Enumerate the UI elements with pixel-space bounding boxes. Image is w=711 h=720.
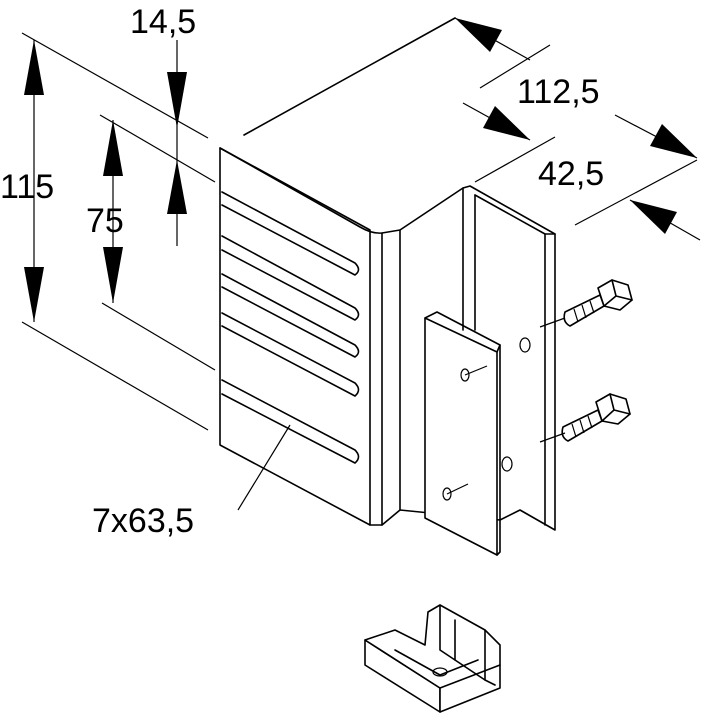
bolt-upper (539, 279, 633, 328)
dim-14-5: 14,5 (130, 3, 196, 41)
dim-7x63-5: 7x63,5 (92, 502, 194, 540)
dim-42-5: 42,5 (538, 155, 604, 193)
dim-115: 115 (0, 168, 54, 206)
dimension-lines (21, 17, 701, 511)
bracket-body (219, 17, 556, 531)
clip-part (364, 604, 501, 713)
bolt-lower (539, 393, 631, 443)
dim-112-5: 112,5 (517, 73, 600, 111)
dimension-labels: 115 14,5 75 112,5 42,5 7x63,5 (0, 3, 604, 540)
clamp-plate (424, 311, 531, 556)
slots (221, 191, 360, 464)
dim-75: 75 (86, 202, 124, 240)
